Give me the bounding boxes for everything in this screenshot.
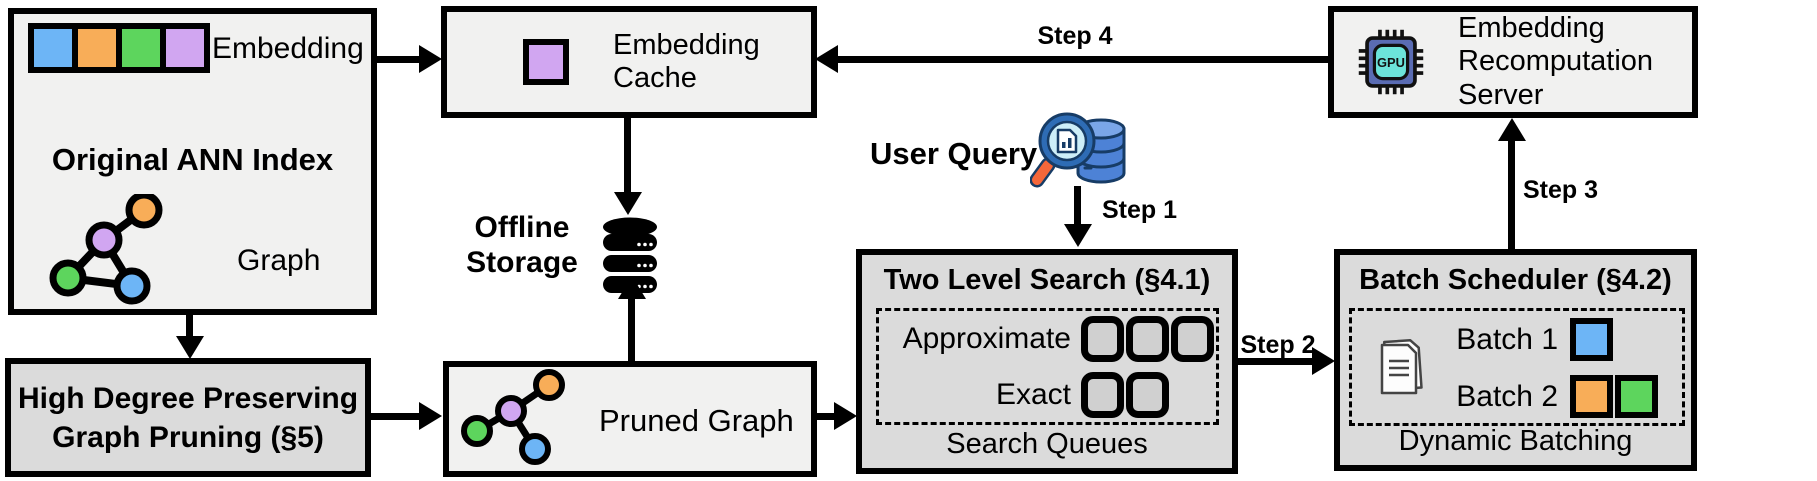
approximate-queue-slots: [1081, 316, 1214, 362]
embedding-cache-box: Embedding Cache: [441, 6, 817, 118]
queue-slot: [1081, 372, 1124, 418]
arrow-pruned-to-storage-head: [618, 276, 646, 299]
exact-queue-slots: [1081, 372, 1169, 418]
embedding-vector-strip: [28, 23, 210, 73]
server-line2: Recomputation: [1458, 45, 1654, 78]
graph-pruning-label: High Degree Preserving Graph Pruning (§5…: [11, 364, 365, 471]
cached-embedding-square: [523, 39, 569, 85]
user-query-icon: [1030, 112, 1126, 188]
batch-scheduler-title: Batch Scheduler (§4.2): [1359, 264, 1672, 296]
green-square: [1615, 375, 1658, 418]
orange-square: [1570, 375, 1613, 418]
graph-label: Graph: [237, 244, 321, 277]
batch1-row: Batch 1: [1352, 311, 1682, 368]
original-ann-index-box: Embedding Original ANN Index Graph: [8, 8, 377, 315]
arrow-step2-line: [1238, 358, 1314, 365]
two-level-search-box: Two Level Search (§4.1) Approximate Exac…: [856, 249, 1238, 474]
queue-slot: [1126, 372, 1169, 418]
arrow-cache-to-storage-line: [624, 116, 631, 194]
embedding-cache-label: Embedding Cache: [613, 29, 760, 96]
queue-slot: [1081, 316, 1124, 362]
pruned-graph-icon: [461, 369, 565, 465]
step1-label: Step 1: [1102, 196, 1178, 224]
purple-square: [166, 29, 204, 67]
arrow-step1-line: [1074, 186, 1081, 226]
arrow-cache-to-storage-head: [614, 192, 642, 215]
approximate-label: Approximate: [902, 322, 1071, 355]
dynamic-batching-dashed-box: Batch 1 Batch 2: [1349, 308, 1685, 426]
step3-label: Step 3: [1523, 176, 1599, 204]
arrow-pruned-to-storage-line: [628, 298, 635, 362]
batch2-squares: [1570, 375, 1658, 418]
offline-storage-label: Offline Storage: [452, 211, 592, 280]
queue-slot: [1126, 316, 1169, 362]
approximate-queue-row: Approximate: [879, 311, 1216, 367]
arrow-pruning-to-pruned-line: [371, 413, 421, 420]
blue-square: [1570, 318, 1613, 361]
graph-pruning-line1: High Degree Preserving: [17, 381, 359, 415]
exact-label: Exact: [995, 378, 1071, 411]
step4-label: Step 4: [1037, 22, 1113, 50]
search-queues-dashed-box: Approximate Exact: [876, 308, 1219, 425]
batch2-row: Batch 2: [1352, 368, 1682, 425]
arrow-ann-to-pruning-head: [176, 336, 204, 359]
arrow-ann-to-cache-head: [419, 45, 442, 73]
graph-icon: [49, 194, 163, 305]
server-line3: Server: [1458, 78, 1544, 111]
user-query-label: User Query: [870, 136, 1038, 171]
offline-storage-line1: Offline: [474, 211, 570, 244]
server-line1: Embedding: [1458, 11, 1605, 44]
arrow-pruning-to-pruned-head: [419, 402, 442, 430]
search-queues-label: Search Queues: [946, 428, 1148, 460]
pruned-graph-box: Pruned Graph: [443, 361, 817, 477]
documents-icon: [1380, 338, 1423, 395]
recomputation-server-box: GPU Embedding Recomputation Server: [1328, 6, 1698, 118]
arrow-step2-head: [1312, 347, 1335, 375]
offline-storage-line2: Storage: [466, 245, 578, 279]
arrow-step1-head: [1064, 224, 1092, 247]
batch1-squares: [1570, 318, 1613, 361]
arrow-pruned-to-search-head: [834, 402, 857, 430]
batch1-label: Batch 1: [1456, 322, 1558, 356]
step2-label: Step 2: [1240, 331, 1316, 359]
batch-scheduler-box: Batch Scheduler (§4.2) Batch 1 Batch 2 D…: [1334, 249, 1697, 471]
original-ann-index-title: Original ANN Index: [51, 142, 334, 177]
gpu-icon-label: GPU: [1377, 55, 1405, 70]
graph-pruning-box: High Degree Preserving Graph Pruning (§5…: [5, 358, 371, 477]
queue-slot: [1171, 316, 1214, 362]
arrow-step4-head: [815, 45, 838, 73]
embedding-cache-line2: Cache: [613, 62, 697, 94]
gpu-icon: GPU: [1358, 29, 1424, 95]
orange-square: [78, 29, 116, 67]
recomputation-server-label: Embedding Recomputation Server: [1458, 12, 1653, 112]
embedding-label: Embedding: [212, 32, 364, 65]
dynamic-batching-label: Dynamic Batching: [1398, 425, 1633, 457]
pruned-graph-label: Pruned Graph: [599, 403, 794, 438]
arrow-step3-line: [1508, 140, 1515, 250]
arrow-ann-to-cache-line: [377, 56, 421, 63]
embedding-cache-line1: Embedding: [613, 28, 760, 61]
green-square: [122, 29, 160, 67]
arrow-ann-to-pruning-line: [186, 315, 193, 338]
blue-square: [34, 29, 72, 67]
arrow-pruned-to-search-line: [817, 413, 836, 420]
exact-queue-row: Exact: [879, 367, 1216, 423]
arrow-step3-head: [1498, 118, 1526, 141]
graph-pruning-line2: Graph Pruning (§5): [52, 420, 324, 454]
arrow-step4-line: [837, 56, 1328, 63]
two-level-search-title: Two Level Search (§4.1): [883, 264, 1211, 296]
batch2-label: Batch 2: [1456, 379, 1558, 413]
